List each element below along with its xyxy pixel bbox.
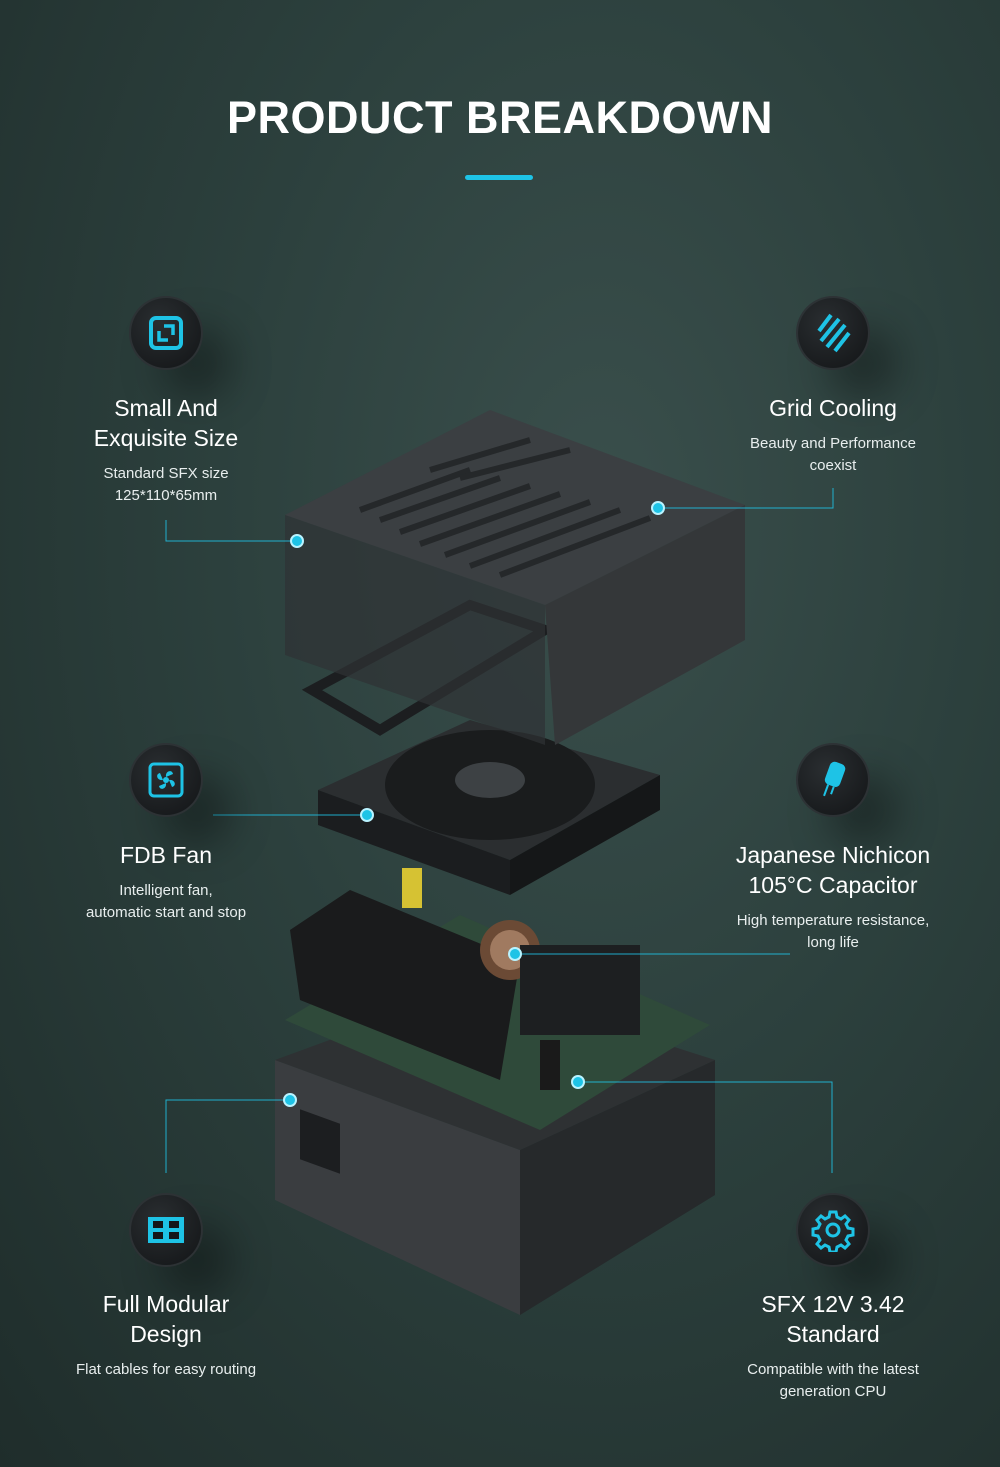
feature-desc: Flat cables for easy routing [75, 1361, 257, 1378]
page-title: PRODUCT BREAKDOWN [227, 92, 773, 143]
feature-title: FDB Fan [119, 842, 213, 868]
feature-desc: Standard SFX size [103, 465, 229, 482]
modular-icon [131, 1195, 201, 1265]
feature-title: Standard [786, 1321, 880, 1347]
feature-title: SFX 12V 3.42 [761, 1291, 905, 1317]
feature-desc: generation CPU [779, 1383, 887, 1400]
feature-desc: coexist [809, 457, 857, 474]
feature-fan: FDB Fan Intelligent fan, automatic start … [16, 840, 316, 924]
callout-dot-fan [360, 808, 374, 822]
feature-desc: automatic start and stop [85, 904, 247, 921]
callout-lines [165, 488, 834, 1173]
title-underline [465, 175, 533, 180]
feature-title: Exquisite Size [93, 425, 239, 451]
fan-icon [131, 745, 201, 815]
feature-grid-cooling: Grid Cooling Beauty and Performance coexi… [683, 393, 983, 477]
feature-desc: Beauty and Performance [750, 435, 916, 452]
feature-title: 105°C Capacitor [748, 872, 918, 898]
feature-desc: Intelligent fan, [119, 882, 213, 899]
callout-dot-modular [283, 1093, 297, 1107]
callout-dot-grid [651, 501, 665, 515]
resize-icon [131, 298, 201, 368]
callout-dots [283, 501, 665, 1107]
grid-cooling-icon [798, 298, 868, 368]
gear-icon [798, 1195, 868, 1265]
feature-desc: High temperature resistance, [736, 912, 930, 929]
feature-desc: Compatible with the latest [747, 1361, 919, 1378]
callout-dot-sfx [571, 1075, 585, 1089]
feature-desc: long life [807, 934, 859, 951]
feature-title: Design [130, 1321, 202, 1347]
callout-dot-capacitor [508, 947, 522, 961]
psu-top-cover [285, 410, 745, 745]
feature-title: Small And [114, 395, 218, 421]
feature-capacitor: Japanese Nichicon 105°C Capacitor High te… [683, 840, 983, 954]
callout-dot-size [290, 534, 304, 548]
feature-title: Japanese Nichicon [735, 842, 931, 868]
feature-desc: 125*110*65mm [114, 487, 218, 504]
capacitor-icon [798, 745, 868, 815]
feature-title: Grid Cooling [769, 395, 897, 421]
feature-title: Full Modular [102, 1291, 230, 1317]
